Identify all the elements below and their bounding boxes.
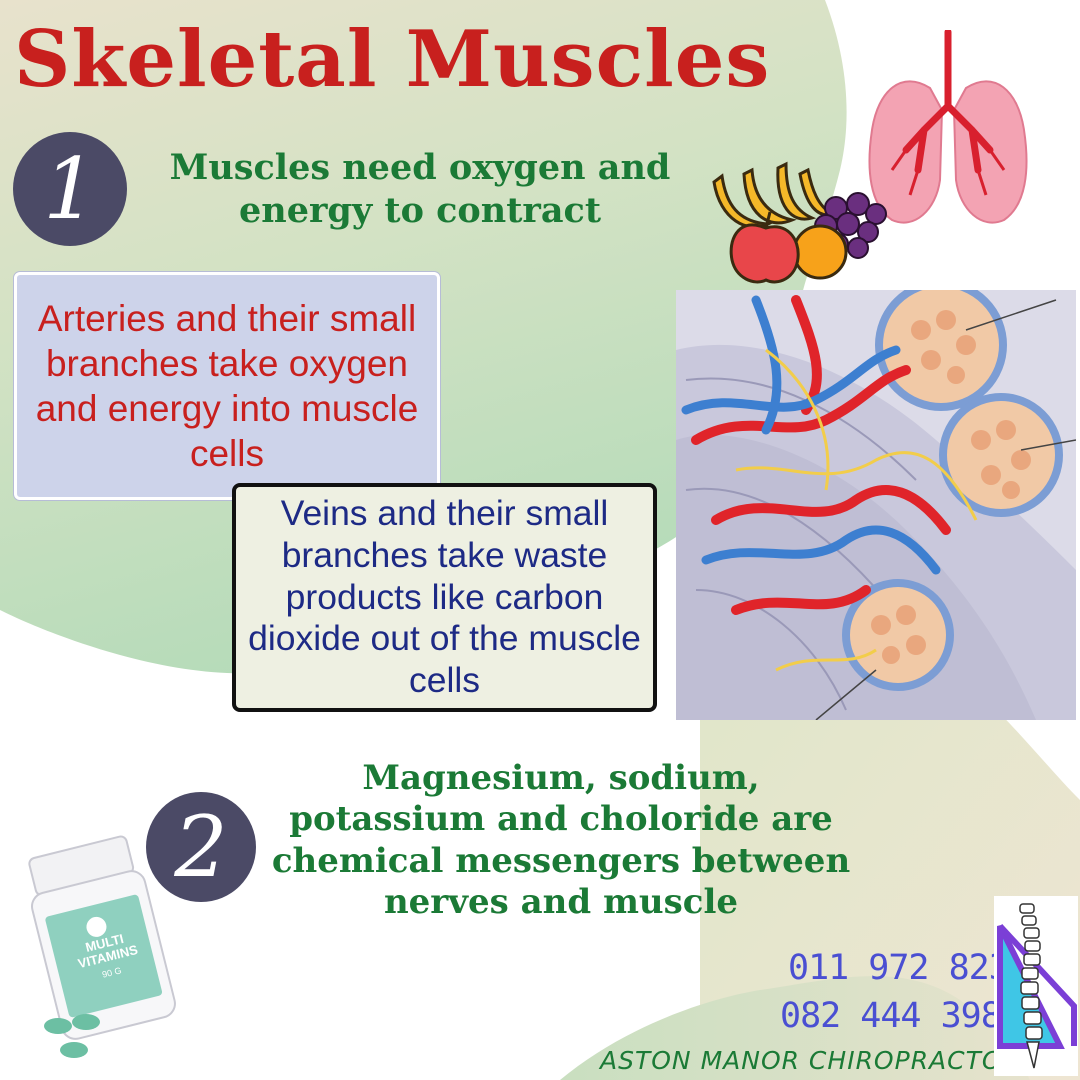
number-badge-2: 2 [146,792,256,902]
vitamin-bottle-icon: MULTI VITAMINS 90 G [16,828,206,1068]
veins-info-box: Veins and their small branches take wast… [232,483,657,712]
phone-number-1: 011 972 8233 [788,948,1030,988]
muscle-illustration [676,290,1076,720]
page-title: Skeletal Muscles [14,14,771,105]
lungs-icon [868,30,1028,224]
fruit-icon [712,161,887,284]
phone-number-2: 082 444 3980 [780,996,1022,1036]
spine-logo-icon [994,896,1078,1076]
point-2-text: Magnesium, sodium, potassium and cholori… [271,758,851,923]
number-badge-1: 1 [13,132,127,246]
business-name: ASTON MANOR CHIROPRACTORS [600,1046,1038,1075]
vitamin-bottle-graphic [28,835,176,1058]
arteries-info-box: Arteries and their small branches take o… [14,272,440,500]
point-1-text: Muscles need oxygen and energy to contra… [169,147,671,232]
